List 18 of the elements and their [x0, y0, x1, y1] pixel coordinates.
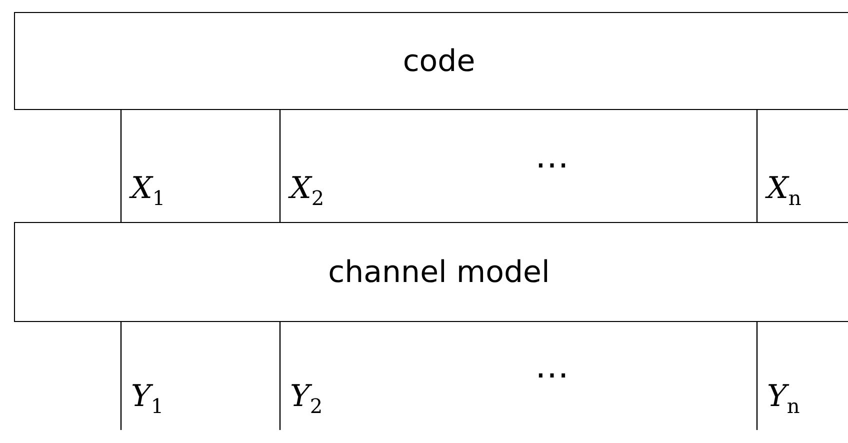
connector-line [120, 110, 122, 222]
box-label: channel model [328, 254, 550, 290]
connector-line [120, 322, 122, 430]
ellipsis: ⋯ [535, 148, 569, 182]
connector-line [756, 110, 758, 222]
connector-line [279, 110, 281, 222]
connector-line [756, 322, 758, 430]
box-label: code [402, 44, 476, 78]
edge-label: X$_{1}$ [131, 172, 166, 212]
process-box [14, 12, 848, 110]
edge-label: X$_{n}$ [767, 172, 802, 212]
edge-label: Y$_{1}$ [131, 380, 164, 420]
edge-label: X$_{2}$ [290, 172, 324, 212]
process-box [14, 222, 848, 322]
ellipsis: ⋯ [535, 358, 569, 392]
edge-label: Y$_{2}$ [290, 380, 323, 420]
connector-line [279, 322, 281, 430]
edge-label: Y$_{n}$ [767, 380, 800, 420]
